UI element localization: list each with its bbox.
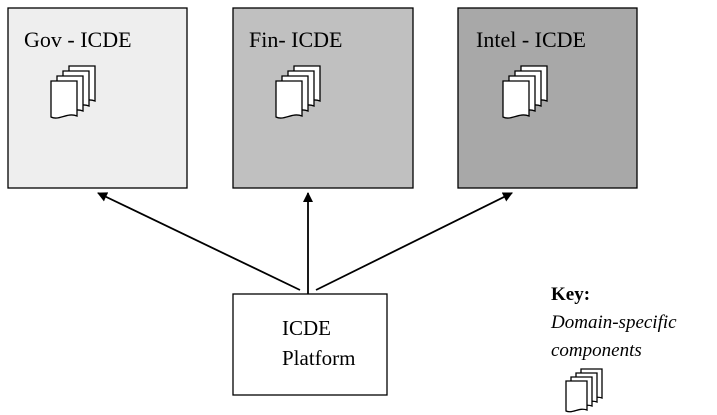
gov-icde-frame — [7, 7, 188, 189]
fin-icde-box: Fin- ICDE — [232, 7, 414, 189]
document-stack-icon — [50, 65, 96, 119]
legend: Key: Domain-specific components — [550, 284, 677, 413]
legend-description-line2: components — [551, 340, 642, 361]
icde-platform-box: ICDE Platform — [232, 293, 388, 396]
document-stack-icon — [275, 65, 321, 119]
legend-description-line1: Domain-specific — [550, 312, 677, 333]
fin-icde-title: Fin- ICDE — [249, 27, 343, 52]
gov-icde-box: Gov - ICDE — [7, 7, 188, 189]
gov-icde-title: Gov - ICDE — [24, 27, 132, 52]
fin-icde-frame — [232, 7, 414, 189]
icde-platform-frame — [232, 293, 388, 396]
arrow-to-gov — [97, 192, 301, 291]
arrow-to-intel — [315, 192, 513, 291]
intel-icde-title: Intel - ICDE — [476, 27, 586, 52]
document-stack-icon — [502, 65, 548, 119]
intel-icde-box: Intel - ICDE — [457, 7, 638, 189]
legend-document-stack-icon — [565, 368, 603, 413]
icde-platform-label-line1: ICDE — [282, 316, 331, 340]
legend-title: Key: — [551, 284, 590, 305]
icde-platform-label-line2: Platform — [282, 346, 356, 370]
